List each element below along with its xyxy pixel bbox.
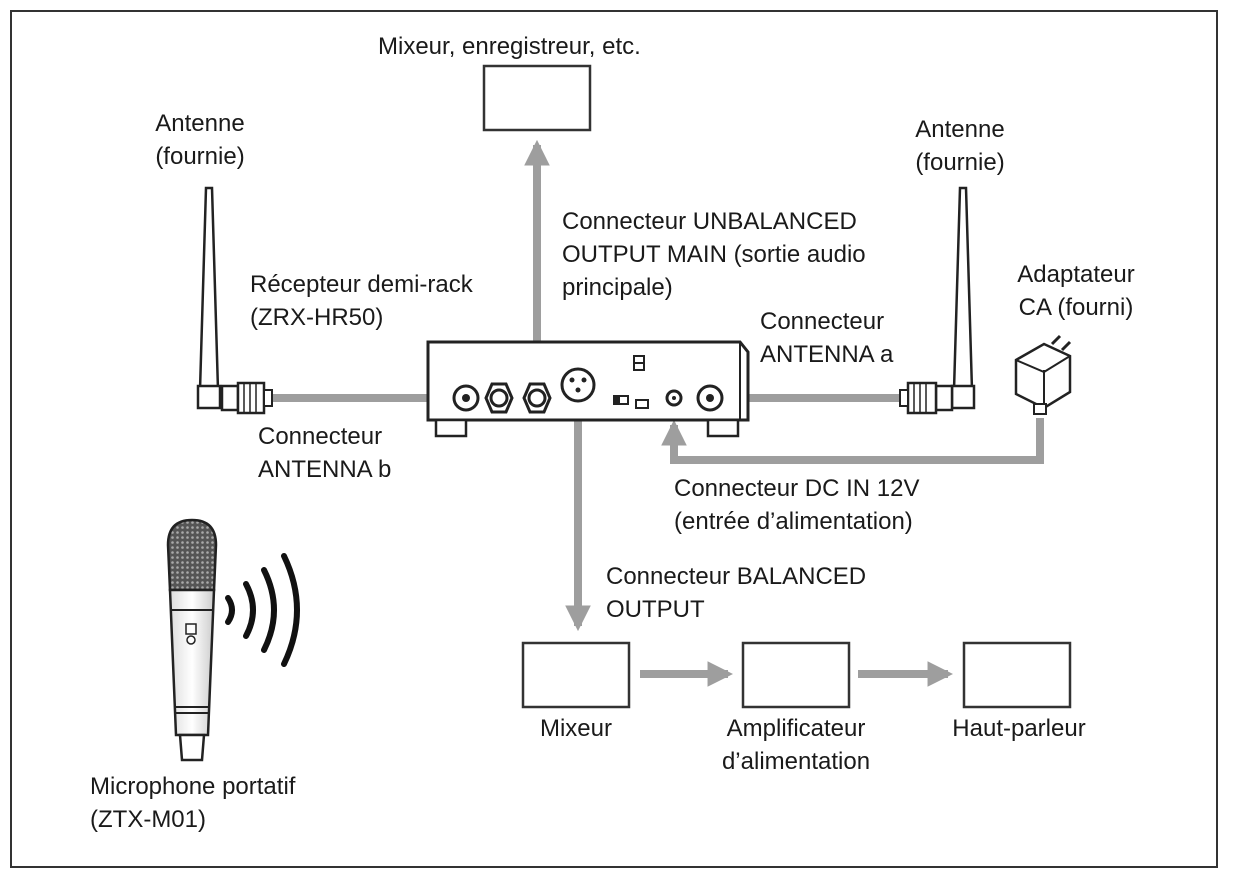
connection-arrows [272,139,1044,687]
amplifier-label: Amplificateur d’alimentation [706,712,886,778]
antenna-right-label-line1: Antenne [915,116,1005,143]
microphone-label: Microphone portatif (ZTX-M01) [90,770,295,836]
balanced-output-label-line2: OUTPUT [606,596,705,623]
microphone-label-line1: Microphone portatif [90,773,296,800]
antenna-left-label-line1: Antenne [155,110,245,137]
antenna-left-label-line2: (fournie) [155,143,245,170]
unbalanced-output-label-line2: OUTPUT MAIN (sortie audio [562,241,866,268]
handheld-microphone-icon [166,518,218,762]
antenna-b-label-line1: Connecteur [258,423,383,450]
receiver-rack-icon [426,340,750,438]
wireless-signal-icon [225,553,300,667]
dc-in-label-line2: (entrée d’alimentation) [674,508,913,535]
speaker-box [962,641,1072,709]
balanced-output-label: Connecteur BALANCED OUTPUT [606,560,866,626]
unbalanced-output-label-line3: principale) [562,274,673,301]
antenna-left-label: Antenne (fournie) [140,107,260,173]
receiver-label-line2: (ZRX-HR50) [250,304,384,331]
dc-in-cable [661,418,1044,464]
antenna-b-label-line2: ANTENNA b [258,456,392,483]
antenna-right-label-line2: (fournie) [915,149,1005,176]
mixer-label: Mixeur [539,715,612,742]
antenna-a-label-line1: Connecteur [760,308,885,335]
antenna-a-label-line2: ANTENNA a [760,341,894,368]
amplifier-box [741,641,851,709]
receiver-label-line1: Récepteur demi-rack [250,271,473,298]
antenna-icon [899,186,976,415]
diagram-frame [10,10,1218,868]
amplifier-label-line2: d’alimentation [721,748,871,775]
microphone-label-line2: (ZTX-M01) [90,806,206,833]
mixer-recorder-label: Mixeur, enregistreur, etc. [378,33,641,60]
receiver-label: Récepteur demi-rack (ZRX-HR50) [250,268,473,334]
adapter-label-line1: Adaptateur [1017,261,1135,288]
adapter-label-line2: CA (fourni) [1018,294,1134,321]
amplifier-label-line1: Amplificateur [726,715,866,742]
balanced-output-label-line1: Connecteur BALANCED [606,563,867,590]
mixer-recorder-box [482,64,592,132]
unbalanced-output-label: Connecteur UNBALANCED OUTPUT MAIN (sorti… [562,205,866,304]
speaker-label: Haut-parleur [952,715,1086,742]
dc-in-label-line1: Connecteur DC IN 12V [674,475,920,502]
mixer-box [521,641,631,709]
adapter-label: Adaptateur CA (fourni) [996,258,1156,324]
unbalanced-output-label-line1: Connecteur UNBALANCED [562,208,857,235]
antenna-right-label: Antenne (fournie) [900,113,1020,179]
ac-adapter-icon [1014,334,1072,415]
antenna-a-label: Connecteur ANTENNA a [760,305,893,371]
antenna-icon [196,186,273,415]
dc-in-label: Connecteur DC IN 12V (entrée d’alimentat… [674,472,919,538]
antenna-b-label: Connecteur ANTENNA b [258,420,391,486]
